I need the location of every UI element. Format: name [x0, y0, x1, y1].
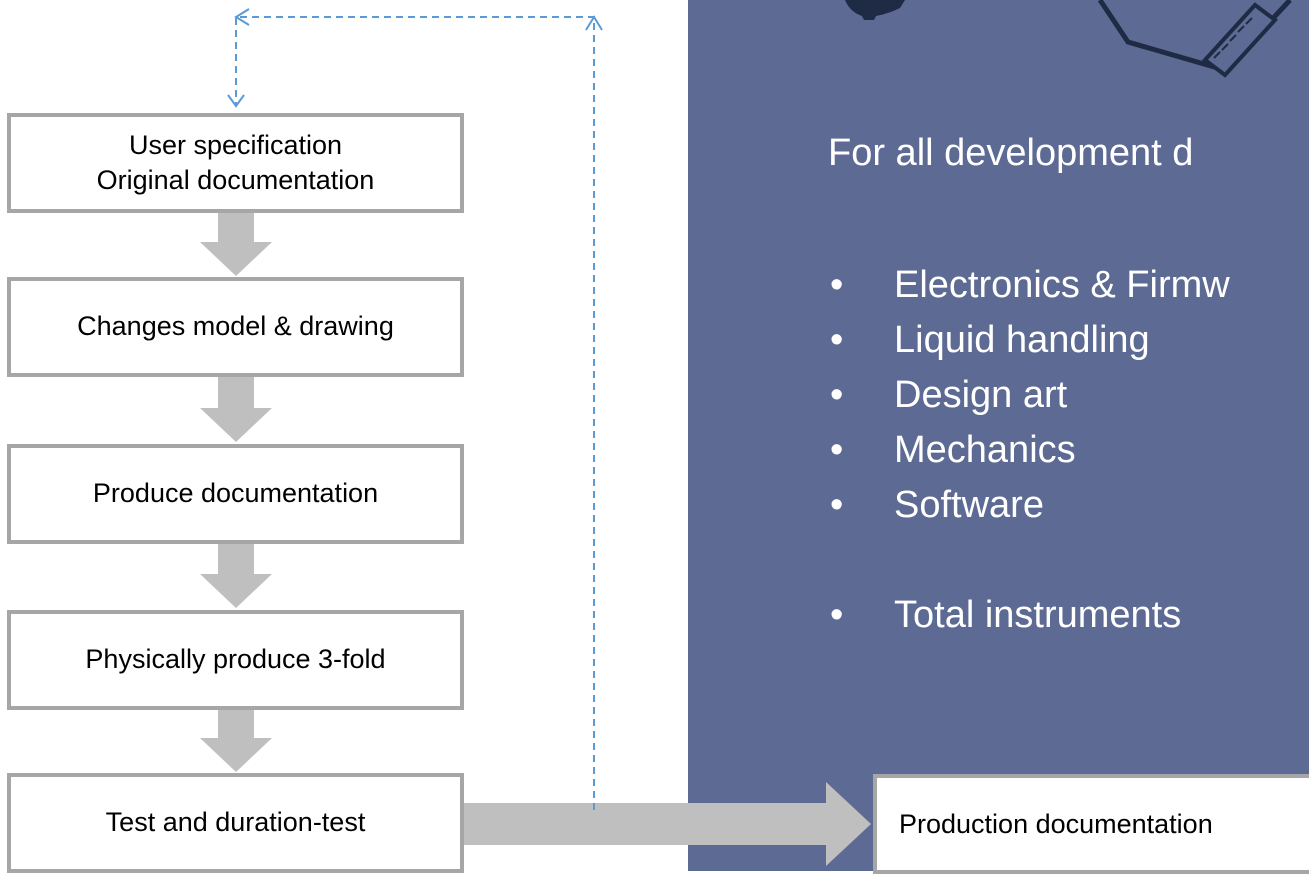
bullet-text: Total instruments — [894, 594, 1182, 636]
feedback-loop — [235, 16, 595, 810]
feedback-arrowheads — [227, 8, 603, 108]
step-1-line-2: Original documentation — [96, 165, 375, 195]
step-4-label: Physically produce 3-fold — [85, 644, 386, 675]
step-5-label: Test and duration-test — [105, 807, 366, 838]
bullet-text: Design art — [894, 374, 1068, 416]
down-arrow-3 — [200, 544, 272, 608]
bullet-item: • Electronics & Firmw — [830, 258, 1230, 313]
ruler-icon — [1097, 0, 1292, 78]
bullet-item: • Total instruments — [830, 588, 1230, 643]
bullet-text: Mechanics — [894, 429, 1076, 471]
bullet-item: • Design art — [830, 368, 1230, 423]
down-arrow-2 — [200, 377, 272, 442]
production-documentation-label: Production documentation — [899, 808, 1213, 839]
bullet-glyph: • — [830, 264, 844, 306]
bullet-glyph: • — [830, 594, 844, 636]
bullet-glyph: • — [830, 374, 844, 416]
bullet-glyph: • — [830, 429, 844, 471]
down-arrow-1 — [200, 213, 272, 276]
step-3-label: Produce documentation — [92, 478, 379, 509]
step-user-specification: User specification Original documentatio… — [7, 113, 464, 213]
step-2-label: Changes model & drawing — [77, 311, 394, 342]
right-arrow — [464, 782, 871, 866]
bullet-item: • Mechanics — [830, 423, 1230, 478]
panel-heading: For all development d — [828, 132, 1194, 174]
bullet-glyph: • — [830, 484, 844, 526]
bullet-text: Liquid handling — [894, 319, 1150, 361]
lightbulb-icon — [845, 0, 905, 20]
step-physically-produce: Physically produce 3-fold — [7, 610, 464, 710]
step-changes-model: Changes model & drawing — [7, 277, 464, 377]
down-arrow-4 — [200, 710, 272, 772]
bullet-glyph: • — [830, 319, 844, 361]
panel-bullet-list: • Electronics & Firmw • Liquid handling • D… — [830, 258, 1230, 643]
bullet-text: Software — [894, 484, 1044, 526]
bullet-item: • Liquid handling — [830, 313, 1230, 368]
info-panel — [688, 0, 1309, 871]
step-produce-documentation: Produce documentation — [7, 444, 464, 544]
step-1-line-1: User specification — [128, 129, 343, 160]
bullet-item: • Software — [830, 478, 1230, 533]
bullet-text: Electronics & Firmw — [894, 264, 1230, 306]
production-documentation-box: Production documentation — [873, 774, 1309, 874]
